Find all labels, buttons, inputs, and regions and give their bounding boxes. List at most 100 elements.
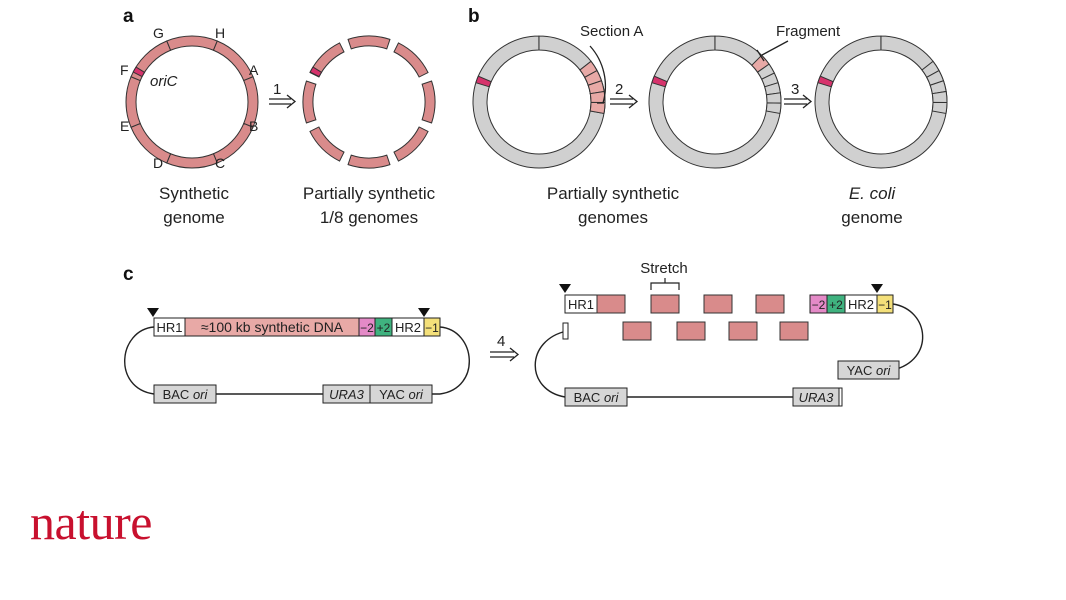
segment-label-d: D xyxy=(153,155,163,171)
left-cut-site-1 xyxy=(147,308,159,317)
step-4-arrow xyxy=(490,347,520,362)
segment-label-h: H xyxy=(215,25,225,41)
caption-synthetic-genome-line1: Synthetic xyxy=(159,184,229,203)
genome-fragment-eighth xyxy=(393,42,429,78)
fragment-stripe xyxy=(589,101,606,115)
partially-synthetic-eighth-ring xyxy=(302,35,436,169)
right-bac-ori-label: BAC ori xyxy=(574,390,620,405)
genome-segment xyxy=(212,40,254,82)
caption-partial-genomes-line1: Partially synthetic xyxy=(547,184,680,203)
genome-fragment-eighth xyxy=(393,126,429,162)
segment-label-b: B xyxy=(249,118,258,134)
panel-c-letter: c xyxy=(123,264,134,285)
right-yac-ori-label: YAC ori xyxy=(847,363,892,378)
synthetic-genome-ring xyxy=(125,35,259,169)
step-2-label: 2 xyxy=(615,81,623,98)
right-ura3-label: URA3 xyxy=(799,390,834,405)
right-marker-minus1-label: −1 xyxy=(878,298,892,312)
genome-ring-section-a xyxy=(472,35,606,169)
step-3-label: 3 xyxy=(791,81,799,98)
oric-label: oriC xyxy=(150,73,178,90)
step-3-arrow xyxy=(784,94,813,109)
genome-fragment-eighth xyxy=(347,154,391,169)
fragment-pointer-cap xyxy=(756,49,765,62)
fragment-stripe xyxy=(765,102,782,115)
step-4-label: 4 xyxy=(497,333,505,350)
segment-label-c: C xyxy=(215,155,225,171)
genome-segment xyxy=(166,153,218,169)
right-yac-ori-box xyxy=(837,360,900,380)
left-marker-plus2-label: +2 xyxy=(377,321,391,335)
synthetic-stretch-blocks xyxy=(596,294,809,341)
oric-marker xyxy=(651,75,668,88)
left-synthetic-dna-label: ≈100 kb synthetic DNA xyxy=(201,319,344,335)
right-cut-site-2 xyxy=(871,284,883,293)
right-hr1-label: HR1 xyxy=(568,297,594,312)
fragment-stripe xyxy=(589,90,606,103)
oric-marker xyxy=(309,66,323,78)
right-marker-plus2-label: +2 xyxy=(829,298,843,312)
right-cut-site-1 xyxy=(559,284,571,293)
segment-label-f: F xyxy=(120,62,129,78)
caption-ecoli-line2: genome xyxy=(841,208,902,227)
oric-marker xyxy=(475,75,492,88)
left-bac-ori-box xyxy=(153,384,217,404)
left-plasmid-backbone xyxy=(124,326,155,395)
right-marker-minus2-label: −2 xyxy=(812,298,826,312)
genome-fragment-eighth xyxy=(302,80,317,124)
stretch-block xyxy=(779,321,809,341)
stretch-block xyxy=(596,294,626,314)
left-marker-minus1-label: −1 xyxy=(425,321,439,335)
left-bac-ori-label: BAC ori xyxy=(163,387,209,402)
genome-fragment-eighth xyxy=(347,35,391,50)
right-bac-ori-box xyxy=(564,387,628,407)
ecoli-genome-ring xyxy=(814,35,948,169)
left-hr1-label: HR1 xyxy=(156,320,182,335)
left-marker-minus2-label: −2 xyxy=(360,321,374,335)
panel-a-letter: a xyxy=(123,6,134,27)
fragment-label: Fragment xyxy=(776,23,841,40)
genome-segment xyxy=(130,122,172,164)
stretch-block xyxy=(650,294,680,314)
right-plasmid-backbone-left xyxy=(534,330,568,398)
segment-label-g: G xyxy=(153,25,164,41)
segment-label-a: A xyxy=(249,62,259,78)
left-plasmid-backbone-right xyxy=(439,326,470,395)
left-ura3-label: URA3 xyxy=(329,387,364,402)
stretch-block xyxy=(703,294,733,314)
oric-marker xyxy=(132,66,146,78)
genome-fragment-eighth xyxy=(421,80,436,124)
left-marker-minus1 xyxy=(423,317,441,337)
left-yac-ori-box xyxy=(369,384,433,404)
step-1-arrow xyxy=(269,94,297,109)
left-plasmid: HR1 ≈100 kb synthetic DNA −2 +2 HR2 −1 B… xyxy=(124,308,470,404)
caption-synthetic-genome-line2: genome xyxy=(163,208,224,227)
right-marker-minus1 xyxy=(876,294,894,314)
genome-fragment-eighth xyxy=(309,42,345,78)
segment-label-e: E xyxy=(120,118,129,134)
stretch-label: Stretch xyxy=(640,260,688,277)
stretch-block xyxy=(755,294,785,314)
caption-partial-eighth-line2: 1/8 genomes xyxy=(320,208,418,227)
left-yac-ori-label: YAC ori xyxy=(379,387,424,402)
right-end-marker xyxy=(562,322,569,340)
panel-b-letter: b xyxy=(468,6,480,27)
step-1-label: 1 xyxy=(273,81,281,98)
step-2-arrow xyxy=(610,94,639,109)
genome-fragment-eighth xyxy=(309,126,345,162)
genome-ring-gray xyxy=(648,35,782,169)
caption-ecoli-line1: E. coli xyxy=(849,184,897,203)
section-a-label: Section A xyxy=(580,23,643,40)
right-plasmid: Stretch HR1 −2 +2 HR2 −1 YAC ori BAC ori… xyxy=(534,260,924,407)
stretch-block xyxy=(676,321,706,341)
fragment-stripe xyxy=(931,90,948,103)
genome-segment xyxy=(166,35,218,51)
fragment-pointer xyxy=(761,40,789,56)
oric-marker xyxy=(817,75,834,88)
left-cut-site-2 xyxy=(418,308,430,317)
caption-partial-eighth-line1: Partially synthetic xyxy=(303,184,436,203)
left-hr2-label: HR2 xyxy=(395,320,421,335)
fragment-stripe xyxy=(765,92,782,104)
stretch-bracket xyxy=(650,278,680,290)
